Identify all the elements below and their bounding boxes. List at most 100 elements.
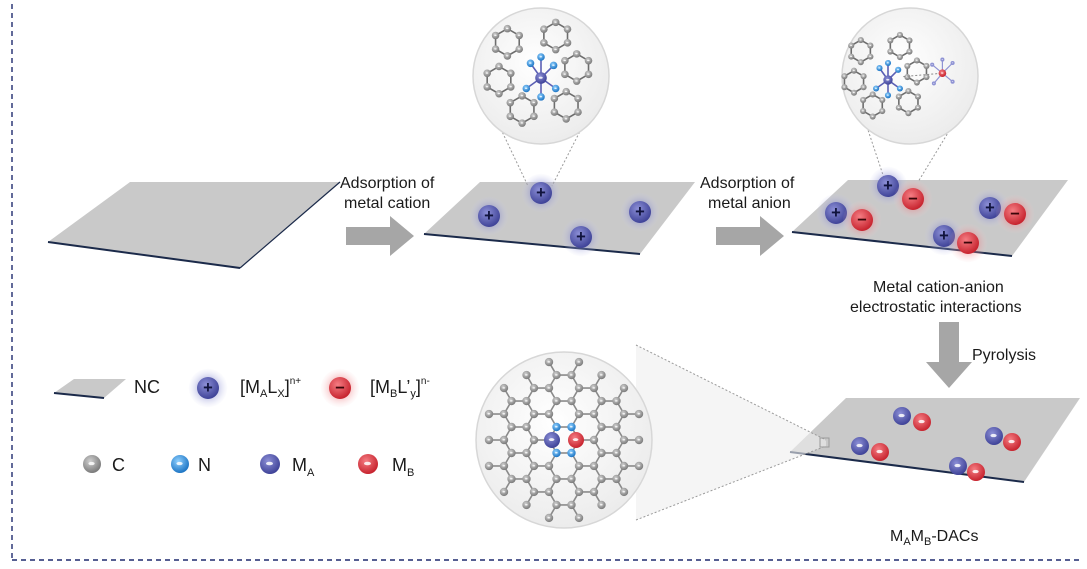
- carbon-atom: [887, 37, 894, 44]
- carbon-atom: [923, 62, 930, 70]
- carbon-atom: [906, 48, 913, 55]
- carbon-atom: [879, 107, 886, 115]
- carbon-atom: [589, 487, 599, 497]
- carbon-atom: [550, 108, 559, 116]
- nitrogen-atom: [884, 92, 892, 99]
- carbon-atom: [923, 73, 930, 81]
- ligand-atom: [950, 60, 955, 66]
- carbon-atom: [507, 396, 516, 406]
- ma-atom: [883, 75, 893, 85]
- carbon-atom: [529, 383, 539, 393]
- mb-atom: [1003, 433, 1021, 451]
- carbon-atom: [507, 83, 515, 91]
- carbon-atom: [895, 104, 902, 111]
- interaction-label-line1: Metal cation-anion: [873, 279, 1004, 296]
- carbon-atom: [544, 461, 554, 471]
- nc-sheet-bare-edge: [47, 241, 241, 269]
- carbon-atom: [634, 435, 644, 445]
- carbon-atom: [544, 409, 554, 419]
- carbon-atom: [529, 487, 539, 497]
- arrow-step-1: [346, 216, 414, 256]
- carbon-atom: [612, 396, 621, 406]
- mb-atom: [913, 413, 931, 431]
- mb-atom: [871, 443, 889, 461]
- nitrogen-atom: [522, 84, 531, 93]
- carbon-atom: [574, 513, 584, 523]
- legend-cation-label: [MALX]n+: [240, 376, 301, 400]
- carbon-atom: [491, 31, 500, 40]
- carbon-atom: [619, 435, 629, 445]
- cation-charge-symbol: +: [831, 204, 841, 222]
- carbon-atom: [597, 422, 606, 432]
- carbon-atom: [503, 24, 512, 33]
- carbon-atom: [483, 83, 491, 91]
- carbon-atom: [507, 474, 516, 484]
- anion-ion: −: [948, 223, 988, 263]
- carbon-atom: [612, 422, 621, 432]
- nitrogen-atom: [537, 93, 545, 101]
- ma-atom: [949, 457, 967, 475]
- carbon-atom: [563, 25, 572, 33]
- carbon-atom: [522, 422, 531, 432]
- nitrogen-atom: [876, 65, 883, 72]
- sheet3-ion-pairs: +−+−+−+−: [816, 166, 1035, 263]
- carbon-atom: [574, 357, 584, 367]
- carbon-atom: [857, 36, 864, 44]
- carbon-atom: [860, 107, 867, 115]
- zoom-origin-box: [819, 437, 830, 448]
- carbon-atom: [914, 104, 922, 111]
- carbon-atom: [589, 409, 599, 419]
- carbon-atom: [572, 77, 581, 85]
- nc-sheet-bare-edge-right: [239, 181, 341, 269]
- carbon-atom: [634, 461, 644, 471]
- anion-ion: −: [995, 194, 1035, 234]
- carbon-atom: [552, 474, 561, 484]
- carbon-atom: [561, 56, 569, 65]
- carbon-atom: [563, 39, 572, 47]
- carbon-atom: [619, 461, 629, 471]
- carbon-atom: [905, 110, 912, 117]
- carbon-atom: [850, 89, 858, 96]
- legend-anion-label: [MBL’y]n-: [370, 376, 430, 400]
- carbon-atom: [503, 52, 512, 60]
- carbon-atom: [574, 461, 584, 471]
- carbon-atom: [552, 500, 561, 510]
- cation-charge-symbol: +: [576, 228, 586, 246]
- anion-ion: −: [893, 179, 933, 219]
- carbon-atom: [589, 383, 599, 393]
- ligand-atom: [930, 62, 935, 67]
- carbon-atom: [848, 53, 855, 60]
- nc-sheet-cation-edge: [423, 233, 641, 255]
- carbon-atom: [574, 487, 584, 497]
- carbon-atom: [540, 39, 548, 47]
- anion-ion: −: [320, 368, 360, 408]
- carbon-atom: [499, 409, 509, 419]
- carbon-atom: [597, 500, 606, 510]
- cation-charge-symbol: +: [635, 203, 645, 221]
- nitrogen-atom: [537, 53, 545, 61]
- carbon-atom: [522, 396, 531, 406]
- carbon-atom: [904, 62, 911, 70]
- carbon-atom: [507, 448, 516, 458]
- nitrogen-atom: [873, 85, 880, 92]
- cation-ion: +: [620, 192, 660, 232]
- cation-charge-symbol: +: [883, 177, 893, 195]
- carbon-atom: [869, 91, 876, 98]
- carbon-atom: [529, 461, 539, 471]
- carbon-atom: [544, 487, 554, 497]
- carbon-atom: [518, 92, 526, 100]
- carbon-atom: [850, 67, 858, 74]
- carbon-atom: [551, 45, 560, 54]
- nitrogen-atom: [895, 66, 902, 73]
- cation-ion: +: [521, 173, 561, 213]
- carbon-atom: [906, 37, 913, 44]
- mb-atom: [967, 463, 985, 481]
- ma-atom: [851, 437, 869, 455]
- nitrogen-atom: [551, 84, 560, 93]
- carbon-atom: [562, 115, 570, 123]
- carbon-atom: [574, 383, 584, 393]
- carbon-atom: [860, 96, 867, 104]
- carbon-atom: [869, 113, 876, 120]
- ion-pair-complex-molecule: [841, 31, 955, 120]
- legend-carbon-label: C: [112, 455, 125, 475]
